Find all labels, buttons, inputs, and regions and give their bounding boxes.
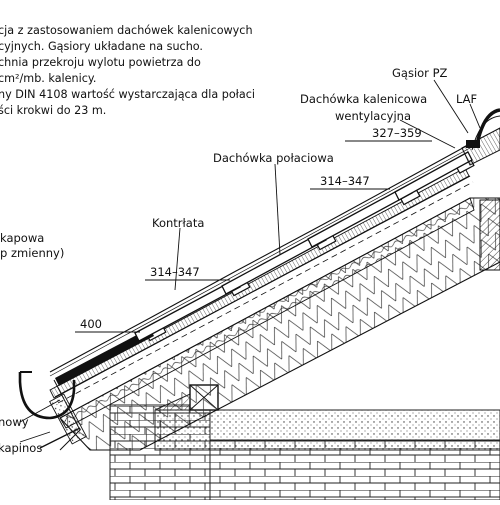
label-gasior-pz: Gąsior PZ	[392, 66, 447, 80]
description-line: ny DIN 4108 wartość wystarczająca dla po…	[0, 88, 255, 101]
roof-tiles	[49, 143, 473, 386]
label-laf: LAF	[456, 92, 477, 106]
label-wentylacyjna: wentylacyjna	[335, 109, 411, 123]
gutter	[18, 371, 87, 451]
label-kapinos: kapinos	[0, 441, 42, 455]
dimension-327-359: 327–359	[372, 126, 422, 140]
label-kapowa: kapowa	[0, 231, 44, 245]
dimension-400: 400	[80, 317, 102, 331]
dimension-lines	[75, 140, 432, 333]
label-dachowka-polaciowa: Dachówka połaciowa	[213, 151, 334, 165]
dimension-314-347-upper: 314–347	[320, 174, 370, 188]
description-line: ści krokwi do 23 m.	[0, 104, 106, 117]
label-kontrlata: Kontrłata	[152, 216, 204, 230]
drip-edge	[39, 427, 81, 449]
ridge-wall	[479, 199, 500, 271]
description-line: cja z zastosowaniem dachówek kalenicowyc…	[0, 24, 253, 37]
description-line: chnia przekroju wylotu powietrza do	[0, 56, 201, 69]
dimension-314-347-lower: 314–347	[150, 265, 200, 279]
dimension-texts: 327–359 314–347 314–347 400	[80, 126, 422, 331]
leader-lines	[19, 79, 481, 443]
description-block: cja z zastosowaniem dachówek kalenicowyc…	[0, 24, 255, 117]
description-line: cyjnych. Gąsiory układane na sucho.	[0, 40, 203, 53]
label-p-zmienny: p zmienny)	[0, 246, 64, 260]
description-line: cm²/mb. kalenicy.	[0, 72, 96, 85]
label-nowy: nowy	[0, 415, 29, 429]
label-dachowka-kalenicowa: Dachówka kalenicowa	[300, 92, 427, 106]
ridge-assembly	[461, 108, 500, 166]
labels: Gąsior PZ Dachówka kalenicowa wentylacyj…	[0, 66, 477, 455]
